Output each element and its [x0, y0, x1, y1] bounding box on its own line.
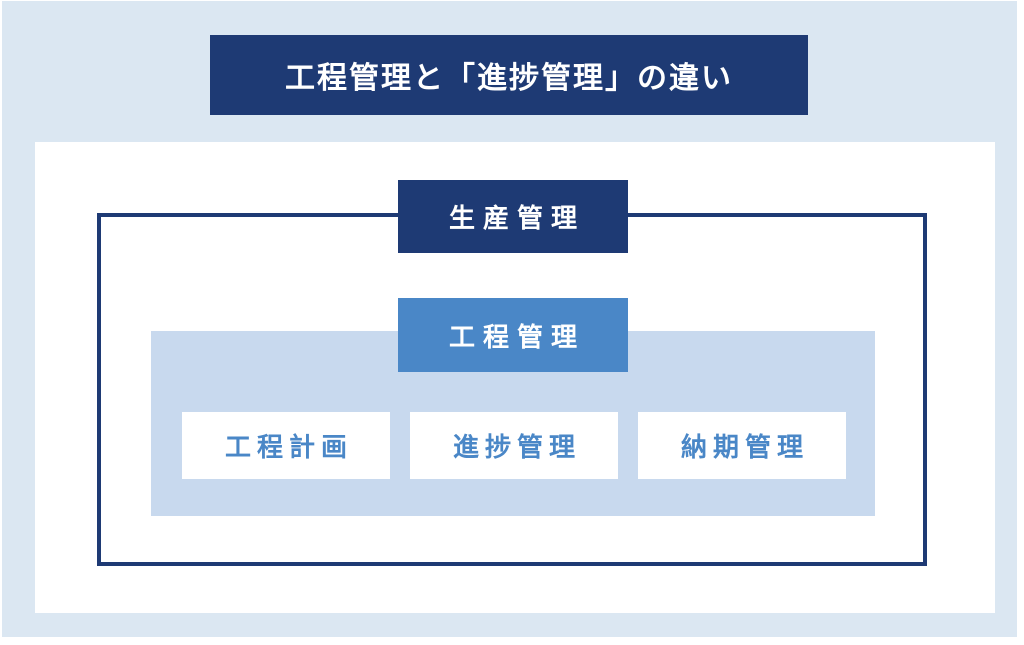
delivery-management-label: 納期管理 [680, 432, 809, 462]
title-banner: 工程管理と「進捗管理」の違い [210, 35, 808, 115]
progress-management-box: 進捗管理 [410, 412, 618, 479]
delivery-management-box: 納期管理 [638, 412, 846, 479]
process-management-box: 工程管理 [398, 298, 628, 372]
progress-management-label: 進捗管理 [452, 432, 581, 462]
page-title: 工程管理と「進捗管理」の違い [285, 62, 733, 95]
process-planning-box: 工程計画 [182, 412, 390, 479]
process-management-label: 工程管理 [448, 321, 585, 352]
process-planning-label: 工程計画 [224, 432, 353, 462]
production-management-label: 生産管理 [448, 203, 585, 233]
production-management-box: 生産管理 [398, 180, 628, 253]
